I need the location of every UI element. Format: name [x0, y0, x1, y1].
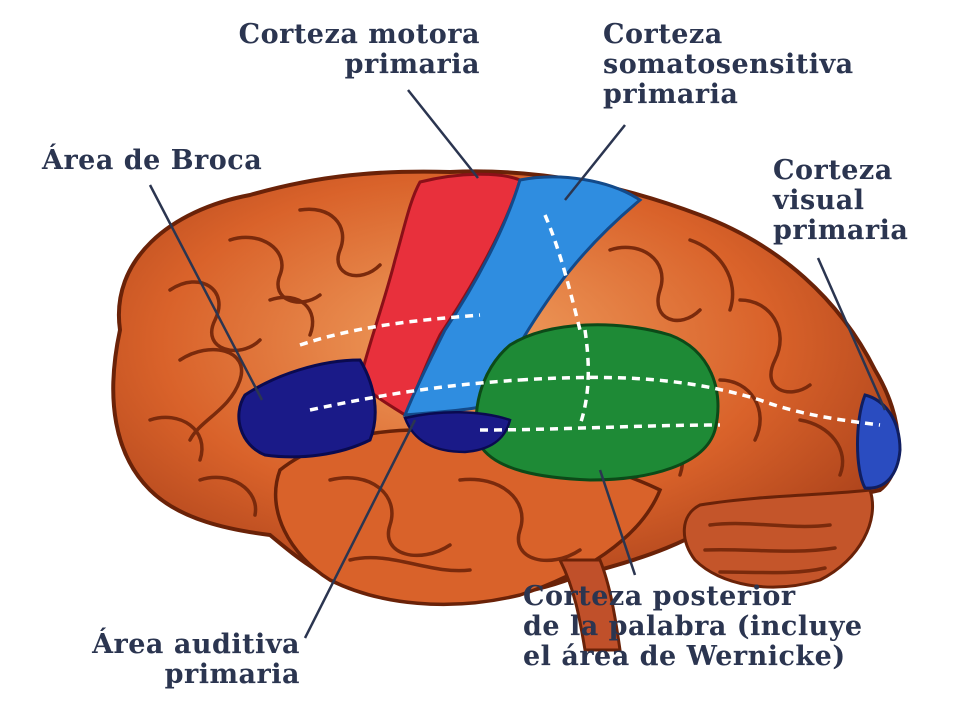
label-visual-line-1: Corteza [773, 155, 893, 186]
label-auditiva-line-2: primaria [164, 659, 300, 690]
label-somato-line-3: primaria [603, 79, 739, 110]
auditory-cortex-region [403, 410, 512, 454]
label-visual-cortex: Corteza visual primaria [773, 156, 908, 246]
broca-area-region [237, 358, 377, 459]
label-broca-line-1: Área de Broca [42, 145, 263, 176]
label-somato-line-2: somatosensitiva [603, 49, 854, 80]
label-visual-line-2: visual [773, 185, 865, 216]
label-wernicke-line-2: de la palabra (incluye [523, 611, 863, 642]
label-motor-line-1: Corteza motora [238, 19, 480, 50]
label-wernicke-area: Corteza posterior de la palabra (incluye… [523, 582, 863, 672]
label-motor-cortex: Corteza motora primaria [180, 20, 480, 80]
visual-cortex-region [856, 393, 902, 490]
label-motor-line-2: primaria [344, 49, 480, 80]
label-broca-area: Área de Broca [42, 146, 262, 176]
label-wernicke-line-1: Corteza posterior [523, 581, 796, 612]
label-auditiva-line-1: Área auditiva [92, 629, 300, 660]
cerebellum [682, 488, 875, 589]
label-somatosensory-cortex: Corteza somatosensitiva primaria [603, 20, 854, 110]
pathway-dashes [299, 214, 881, 432]
wernicke-area-region [474, 323, 720, 482]
label-auditory-area: Área auditiva primaria [30, 630, 300, 690]
label-somato-line-1: Corteza [603, 19, 723, 50]
label-wernicke-line-3: el área de Wernicke) [523, 641, 846, 672]
leader-lines [148, 89, 887, 639]
label-visual-line-3: primaria [773, 215, 909, 246]
brain-stem [557, 558, 622, 652]
